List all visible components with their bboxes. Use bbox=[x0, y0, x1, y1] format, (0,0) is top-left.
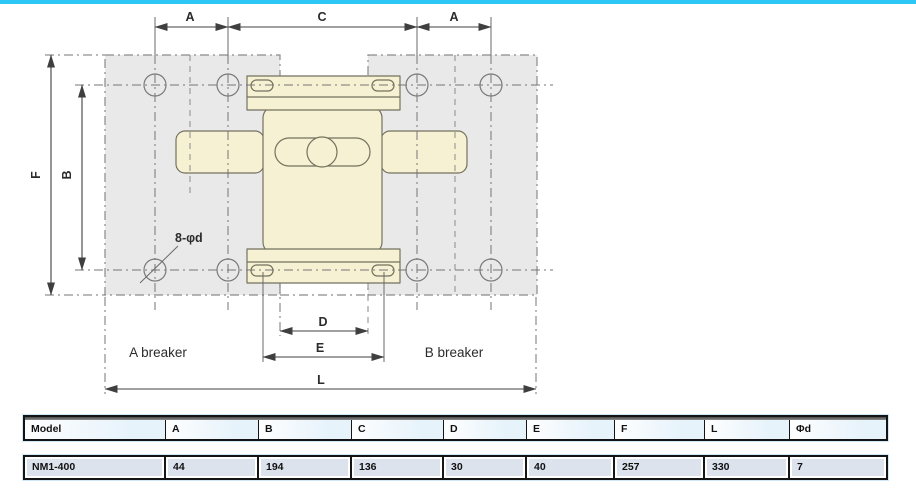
dim-a-left-label: A bbox=[185, 10, 194, 24]
cell-d-value: 30 bbox=[444, 457, 527, 478]
dim-f-label: F bbox=[29, 171, 43, 179]
header-cell-f: F bbox=[615, 420, 705, 439]
header-cell-l: L bbox=[705, 420, 790, 439]
mounting-hole bbox=[405, 258, 429, 282]
cell-f-value: 257 bbox=[615, 457, 705, 478]
holes-count-label: 8-φd bbox=[175, 231, 203, 245]
header-cell-phi-d: Φd bbox=[790, 420, 886, 439]
mounting-hole bbox=[143, 73, 167, 97]
mounting-hole bbox=[216, 258, 240, 282]
leader-line bbox=[139, 245, 179, 284]
mounting-hole bbox=[479, 73, 503, 97]
dim-l-label: L bbox=[317, 373, 325, 387]
cell-l-value: 330 bbox=[705, 457, 790, 478]
cell-a-value: 44 bbox=[166, 457, 259, 478]
mounting-hole bbox=[216, 73, 240, 97]
cell-phi-d-value: 7 bbox=[790, 457, 886, 478]
header-cell-d: D bbox=[444, 420, 527, 439]
header-cell-a: A bbox=[166, 420, 259, 439]
dim-d-label: D bbox=[318, 315, 327, 329]
dim-a-right-label: A bbox=[449, 10, 458, 24]
dim-b-label: B bbox=[60, 170, 74, 179]
dimension-table-row: NM1-400 44 194 136 30 40 257 330 7 bbox=[23, 455, 888, 480]
cell-c-value: 136 bbox=[352, 457, 444, 478]
cell-e-value: 40 bbox=[527, 457, 615, 478]
header-top-strip bbox=[25, 417, 886, 420]
b-breaker-label: B breaker bbox=[425, 345, 484, 360]
top-border-accent bbox=[0, 0, 916, 4]
cell-b-value: 194 bbox=[259, 457, 352, 478]
dimension-table-header: Model A B C D E F L Φd bbox=[23, 415, 888, 441]
breaker-body bbox=[262, 105, 383, 255]
mounting-dimension-drawing: A C A F B D E L 8-φd A breaker B breaker bbox=[29, 10, 553, 394]
mounting-hole bbox=[405, 73, 429, 97]
dim-e-label: E bbox=[316, 341, 324, 355]
header-cell-model: Model bbox=[25, 420, 166, 439]
a-breaker-label: A breaker bbox=[129, 345, 187, 360]
mounting-hole bbox=[143, 258, 167, 282]
dim-c-label: C bbox=[317, 10, 326, 24]
side-tab-left bbox=[175, 130, 265, 174]
header-cell-e: E bbox=[527, 420, 615, 439]
mounting-hole bbox=[479, 258, 503, 282]
side-tab-right bbox=[380, 130, 468, 174]
header-cell-b: B bbox=[259, 420, 352, 439]
handle-knob bbox=[306, 136, 338, 168]
cell-model-value: NM1-400 bbox=[25, 457, 166, 478]
header-cell-c: C bbox=[352, 420, 444, 439]
